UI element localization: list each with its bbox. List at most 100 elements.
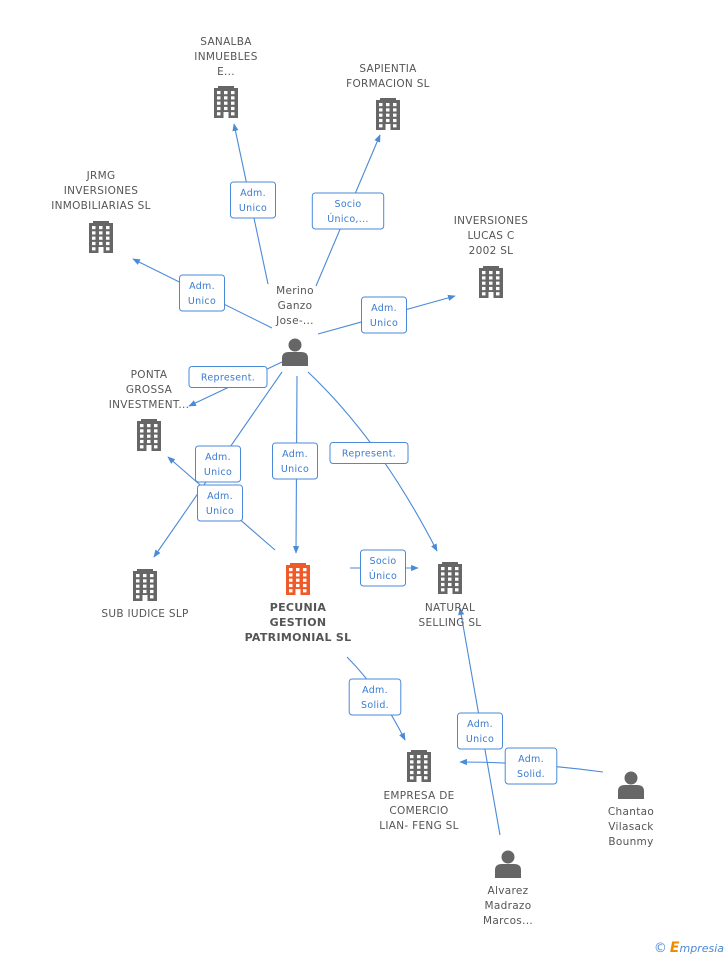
edge-label-text: Unico (370, 318, 398, 329)
edge-label-text: Unico (188, 296, 216, 307)
edge-label-box[interactable] (272, 442, 318, 480)
node-label-line: PECUNIA (270, 601, 327, 614)
edge-label-text: Adm. (189, 281, 215, 292)
edge-chantao-empresa: Adm.Solid. (459, 747, 604, 785)
edge-label-text: Adm. (371, 303, 397, 314)
edge-label-text: Solid. (517, 769, 545, 780)
node-label-line: SAPIENTIA (359, 63, 417, 75)
node-label-line: LIAN- FENG SL (379, 820, 459, 832)
edge-label-box[interactable] (348, 678, 402, 716)
node-label-line: Bounmy (608, 836, 653, 848)
edge-label-box[interactable] (360, 549, 406, 587)
node-inversiones_lucas[interactable]: INVERSIONES LUCAS C 2002 SL (454, 215, 529, 298)
node-label-line: NATURAL (425, 602, 475, 614)
edge-label-text: Represent. (342, 449, 396, 460)
edge-label-box[interactable] (329, 442, 409, 464)
edge-merino-subiudice: Adm.Unico (153, 371, 283, 558)
node-label-line: Marcos... (483, 915, 533, 927)
node-label-line: FORMACION SL (346, 78, 430, 90)
edge-label-box[interactable] (311, 192, 385, 230)
edge-label-text: Adm. (205, 452, 231, 463)
edge-label-text: Unico (239, 203, 267, 214)
node-label-line: Vilasack (608, 821, 654, 833)
node-label-line: SUB IUDICE SLP (101, 608, 188, 620)
node-label-line: 2002 SL (469, 245, 514, 257)
edge-label-text: Único (369, 570, 397, 582)
building-icon[interactable] (214, 86, 238, 118)
building-icon[interactable] (438, 562, 462, 594)
node-sapientia[interactable]: SAPIENTIA FORMACION SL (346, 63, 430, 130)
edge-label-text: Unico (281, 464, 309, 475)
node-label-line: INVERSIONES (454, 215, 529, 227)
node-label-line: GESTION (270, 616, 327, 629)
node-label-line: PONTA (131, 369, 168, 381)
node-label-line: Alvarez (488, 885, 529, 897)
node-empresa[interactable]: EMPRESA DE COMERCIO LIAN- FENG SL (379, 750, 459, 832)
building-icon[interactable] (137, 419, 161, 451)
edge-merino-sapientia: SocioÚnico,... (311, 134, 385, 287)
node-label-line: INMUEBLES (194, 51, 257, 63)
person-icon[interactable] (495, 850, 521, 879)
edge-label-text: Adm. (207, 491, 233, 502)
node-label-line: EMPRESA DE (383, 790, 454, 802)
edge-label-text: Unico (466, 734, 494, 745)
node-label-line: LUCAS C (468, 230, 515, 242)
edge-label-text: Socio (334, 199, 361, 210)
node-alvarez[interactable]: AlvarezMadrazoMarcos... (483, 850, 533, 928)
edge-label-box[interactable] (504, 747, 558, 785)
building-icon[interactable] (133, 569, 157, 601)
node-label-line: INVESTMENT... (109, 399, 189, 411)
node-ponta[interactable]: PONTAGROSSAINVESTMENT... (109, 369, 189, 451)
edge-label-box[interactable] (361, 296, 407, 334)
edge-label-text: Socio (369, 556, 396, 567)
building-icon[interactable] (407, 750, 431, 782)
edge-merino-jrmg: Adm. Unico (132, 258, 273, 329)
edge-label-text: Represent. (201, 373, 255, 384)
brand-logo-initial: E (669, 940, 680, 956)
node-label-line: Chantao (608, 806, 654, 818)
node-merino[interactable]: MerinoGanzoJose-... (275, 285, 314, 366)
node-jrmg[interactable]: JRMG INVERSIONES INMOBILIARIAS SL (51, 170, 151, 253)
node-label-line: Merino (276, 285, 314, 297)
node-label-line: COMERCIO (389, 805, 448, 817)
empresia-watermark: ©Empresia (654, 940, 724, 956)
edge-alvarez-natural: Adm. Unico (457, 607, 503, 836)
building-icon[interactable] (376, 98, 400, 130)
copyright-icon: © (653, 941, 667, 956)
building-icon[interactable] (89, 221, 113, 253)
building-icon[interactable] (286, 563, 310, 595)
edge-merino-natural: Represent. (307, 371, 438, 552)
node-label-line: SELLING SL (419, 617, 482, 629)
edge-merino-pecunia: Adm.Unico (272, 375, 318, 554)
node-label-line: Madrazo (485, 900, 532, 912)
node-label-line: INMOBILIARIAS SL (51, 200, 151, 212)
edge-label-box[interactable] (188, 366, 268, 388)
edge-merino-lucas: Adm. Unico (317, 294, 456, 335)
edge-label-box[interactable] (179, 274, 225, 312)
edge-label-text: Adm. (362, 685, 388, 696)
node-label-line: Ganzo (278, 300, 313, 312)
edge-merino-ponta: Represent. (188, 361, 283, 407)
node-label-line: JRMG (86, 170, 116, 182)
node-sub_iudice[interactable]: SUB IUDICE SLP (101, 569, 188, 620)
edge-label-box[interactable] (197, 484, 243, 522)
edge-merino-sanalba: Adm.Unico (230, 123, 276, 285)
edge-label-box[interactable] (457, 712, 503, 750)
node-natural[interactable]: NATURAL SELLING SL (419, 562, 482, 629)
building-icon[interactable] (479, 266, 503, 298)
edge-label-text: Solid. (361, 700, 389, 711)
node-label-line: INVERSIONES (64, 185, 139, 197)
edge-label-box[interactable] (230, 181, 276, 219)
edge-pecunia-ponta: Adm.Unico (167, 456, 276, 551)
edge-label-text: Único,... (327, 213, 368, 225)
node-label-line: E... (217, 66, 235, 78)
edge-label-box[interactable] (195, 445, 241, 483)
edge-label-text: Adm. (467, 719, 493, 730)
node-sanalba[interactable]: SANALBAINMUEBLESE... (194, 36, 257, 118)
person-icon[interactable] (618, 771, 644, 800)
person-icon[interactable] (282, 338, 308, 367)
